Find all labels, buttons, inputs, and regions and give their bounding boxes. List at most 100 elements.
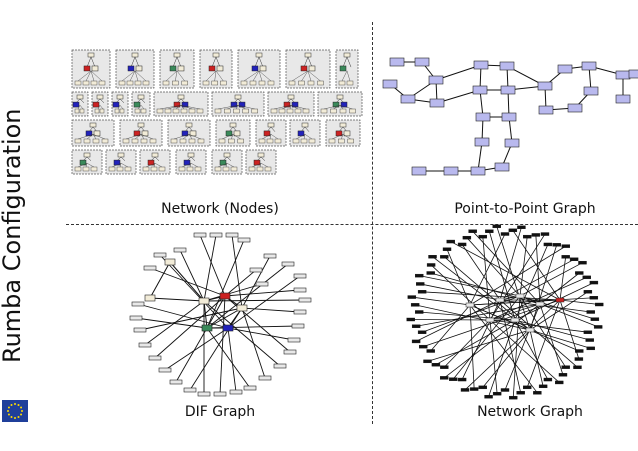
dif-node	[283, 349, 297, 355]
thumbnail-edge	[281, 105, 292, 110]
thumbnail-edge	[341, 134, 344, 140]
network-hub-node	[555, 297, 565, 303]
thumbnail-node	[116, 166, 124, 172]
thumbnail-edge	[140, 134, 145, 140]
thumbnail-edge	[120, 163, 129, 168]
thumbnail-node	[99, 108, 105, 114]
thumbnail-node	[150, 166, 158, 172]
dif-node	[273, 363, 287, 369]
flag-star	[7, 410, 9, 412]
network-edge	[519, 236, 528, 297]
dif-edge	[224, 269, 257, 297]
thumbnail-node	[98, 80, 106, 86]
network-edge	[482, 329, 531, 388]
thumbnail-edge	[295, 134, 306, 140]
network-edge	[488, 319, 516, 397]
thumbnail-edge	[79, 98, 85, 103]
flag-star	[7, 406, 10, 409]
network-edge	[410, 319, 491, 321]
dif-hub-node	[198, 297, 210, 305]
thumbnail-accent-node	[332, 101, 340, 108]
thumbnail-node	[126, 80, 134, 86]
network-node	[446, 239, 455, 244]
thumbnail-accent-node	[133, 101, 141, 108]
thumbnail-edge	[188, 134, 202, 140]
thumbnail-node	[118, 80, 126, 86]
network-node	[583, 290, 593, 294]
thumbnail-node	[82, 80, 90, 86]
thumbnail-node	[291, 101, 299, 108]
network-thumbnail	[335, 49, 359, 89]
thumbnail-node	[249, 80, 257, 86]
thumbnail-edge	[117, 105, 121, 110]
network-edge	[514, 244, 549, 321]
thumbnail-edge	[99, 105, 104, 110]
p2p-edge	[507, 89, 510, 118]
dif-node	[249, 267, 263, 273]
network-edge	[499, 227, 522, 301]
thumbnail-edge	[175, 105, 182, 110]
network-edge	[526, 299, 561, 388]
network-node	[543, 242, 553, 247]
network-node	[561, 255, 570, 259]
flag-star	[10, 403, 13, 406]
dif-node	[243, 385, 257, 391]
p2p-node	[500, 85, 516, 95]
network-node	[586, 310, 595, 314]
network-node	[469, 387, 479, 391]
thumbnail-edge	[180, 105, 193, 110]
thumbnail-edge	[243, 70, 260, 82]
thumbnail-edge	[99, 98, 105, 103]
dif-edge	[139, 307, 243, 331]
thumbnail-edge	[92, 134, 97, 140]
thumbnail-edge	[153, 163, 156, 168]
thumbnail-node	[214, 108, 222, 114]
thumbnail-edge	[333, 105, 341, 110]
thumbnail-edge	[97, 105, 101, 110]
p2p-node	[537, 81, 553, 91]
p2p-node	[389, 57, 405, 67]
dif-node	[183, 387, 197, 393]
network-edge	[504, 303, 541, 391]
network-edge	[461, 299, 501, 380]
thumbnail-node	[135, 65, 143, 72]
network-node	[509, 395, 518, 400]
thumbnail-node	[172, 108, 180, 114]
network-edge	[469, 304, 580, 352]
network-node	[417, 290, 427, 294]
p2p-node	[567, 103, 583, 113]
thumbnail-node	[307, 80, 315, 86]
network-node	[485, 229, 494, 233]
network-edge	[489, 233, 546, 321]
network-edge	[514, 282, 595, 321]
thumbnail-edge	[290, 105, 299, 110]
dif-hub-node	[144, 294, 156, 302]
network-node	[523, 234, 532, 239]
dif-edge	[231, 234, 243, 309]
thumbnail-edge	[180, 105, 201, 110]
thumbnail-edge	[211, 56, 217, 68]
network-node	[583, 330, 593, 334]
thumbnail-node	[292, 138, 300, 144]
thumbnail-accent-node	[297, 130, 305, 137]
vertical-divider	[372, 22, 373, 424]
p2p-node	[581, 61, 597, 71]
dif-edge	[175, 327, 208, 383]
thumbnail-edge	[307, 70, 321, 82]
network-node	[538, 384, 548, 389]
network-edge	[482, 236, 491, 321]
thumbnail-accent-node	[127, 65, 135, 72]
p2p-node	[429, 98, 445, 108]
thumbnail-node	[162, 80, 170, 86]
dif-edge	[203, 283, 263, 302]
network-hub-node	[535, 301, 545, 307]
thumbnail-edge	[137, 105, 142, 110]
network-node	[439, 376, 449, 380]
thumbnail-node	[91, 65, 99, 72]
thumbnail-edge	[119, 163, 122, 168]
thumbnail-node	[251, 108, 259, 114]
dif-edge	[206, 239, 245, 329]
network-edge	[469, 304, 475, 390]
thumbnail-node	[177, 65, 185, 72]
